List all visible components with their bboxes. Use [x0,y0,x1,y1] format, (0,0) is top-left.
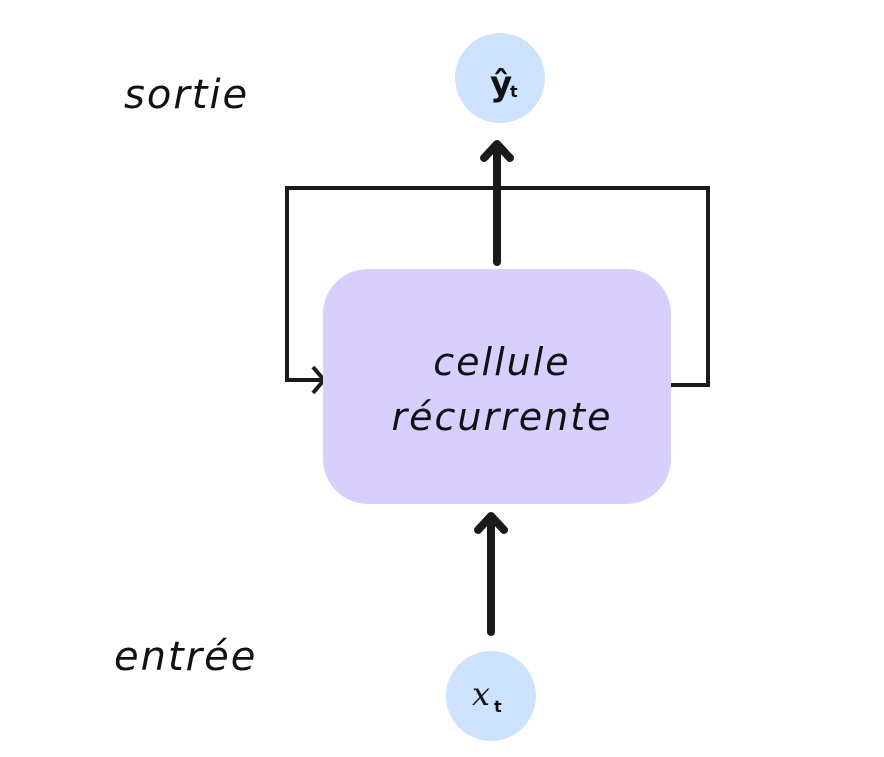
input-symbol: x [472,675,490,713]
input-node: x t [446,651,536,741]
input-subscript: t [494,697,502,716]
output-node: ŷ t [455,33,545,123]
output-arrow [480,140,514,266]
output-label: sortie [124,72,249,118]
cell-label-line2: récurrente [392,395,613,439]
cell-label-line1: cellule [433,340,570,384]
output-symbol: ŷ [490,64,512,104]
input-arrow [474,512,508,636]
input-label: entrée [114,634,257,680]
recurrent-cell: cellule récurrente [323,269,671,504]
output-subscript: t [510,82,518,101]
